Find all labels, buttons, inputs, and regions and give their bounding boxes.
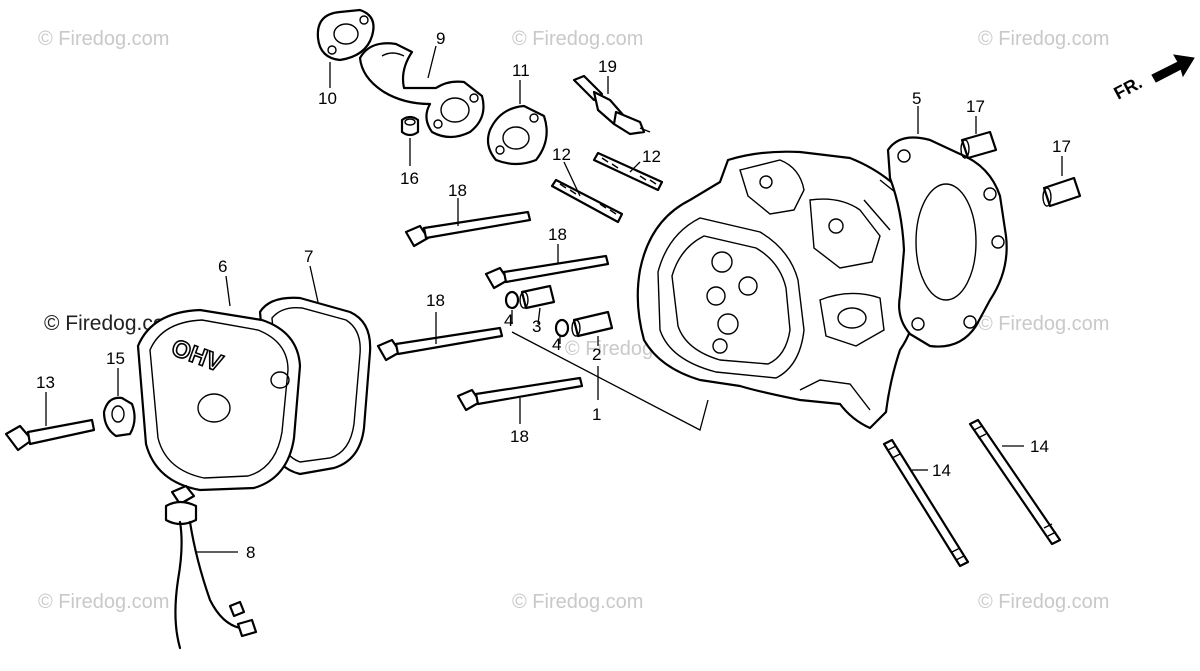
callout-7: 7	[304, 247, 313, 266]
callout-6: 6	[218, 257, 227, 276]
callout-18: 18	[510, 427, 529, 446]
stud-bolt	[550, 178, 624, 224]
callout-17: 17	[1052, 137, 1071, 156]
callout-11: 11	[512, 61, 530, 80]
cylinder-head	[636, 150, 920, 430]
watermark: © Firedog.com	[512, 591, 643, 613]
sealing-washer	[102, 396, 136, 438]
flange-bolt	[456, 376, 584, 412]
callout-14: 14	[1030, 437, 1049, 456]
flange-bolt	[404, 210, 532, 248]
callout-2: 2	[592, 345, 601, 364]
flange-bolt	[484, 254, 610, 290]
callout-13: 13	[36, 373, 55, 392]
callout-14: 14	[932, 461, 951, 480]
callout-9: 9	[436, 29, 445, 48]
watermark: © Firedog.com	[512, 28, 643, 50]
spark-plug	[572, 74, 651, 136]
exhaust-gasket	[316, 8, 375, 62]
washer	[554, 318, 570, 338]
dowel-pin	[960, 130, 998, 160]
callout-4: 4	[504, 311, 513, 330]
cylinder-head-cover: OHV	[136, 308, 302, 492]
long-stud	[968, 418, 1062, 546]
callout-16: 16	[400, 169, 419, 188]
oil-level-switch	[164, 484, 258, 650]
callout-18: 18	[548, 225, 567, 244]
callout-1: 1	[592, 405, 601, 424]
watermark: © Firedog.com	[978, 28, 1109, 50]
callout-18: 18	[448, 181, 467, 200]
front-label: FR.	[1110, 72, 1145, 103]
watermark: © Firedog.com	[978, 591, 1109, 613]
insulator-gasket	[486, 104, 548, 166]
front-arrow-icon	[1151, 54, 1195, 83]
nut	[400, 115, 420, 137]
head-gasket	[886, 136, 1008, 348]
exhaust-pipe	[358, 42, 485, 139]
callout-3: 3	[532, 317, 541, 336]
leader-lines	[45, 45, 1063, 553]
front-direction-marker: FR.	[1110, 54, 1195, 104]
callout-4: 4	[552, 335, 561, 354]
callout-18: 18	[426, 291, 445, 310]
cover-bolt	[4, 418, 96, 452]
callout-12: 12	[552, 145, 571, 164]
callout-15: 15	[106, 349, 125, 368]
watermark: © Firedog.com	[38, 28, 169, 50]
stud-bolt	[592, 151, 664, 192]
watermark: © Firedog.com	[38, 591, 169, 613]
callout-labels: 1 2 3 4 4 5 6 7 8 9 10 11 12 12 13 14 14…	[36, 29, 1071, 562]
dowel-pin	[571, 310, 614, 338]
callout-19: 19	[598, 57, 617, 76]
washer	[504, 290, 520, 310]
long-stud	[882, 438, 970, 568]
dowel-pin	[519, 284, 556, 310]
watermark: © Firedog.com	[978, 313, 1109, 335]
callout-12: 12	[642, 147, 661, 166]
flange-bolt	[376, 326, 504, 362]
callout-17: 17	[966, 97, 985, 116]
callout-10: 10	[318, 89, 337, 108]
callout-5: 5	[912, 89, 921, 108]
dowel-pin	[1042, 176, 1082, 208]
callout-8: 8	[246, 543, 255, 562]
